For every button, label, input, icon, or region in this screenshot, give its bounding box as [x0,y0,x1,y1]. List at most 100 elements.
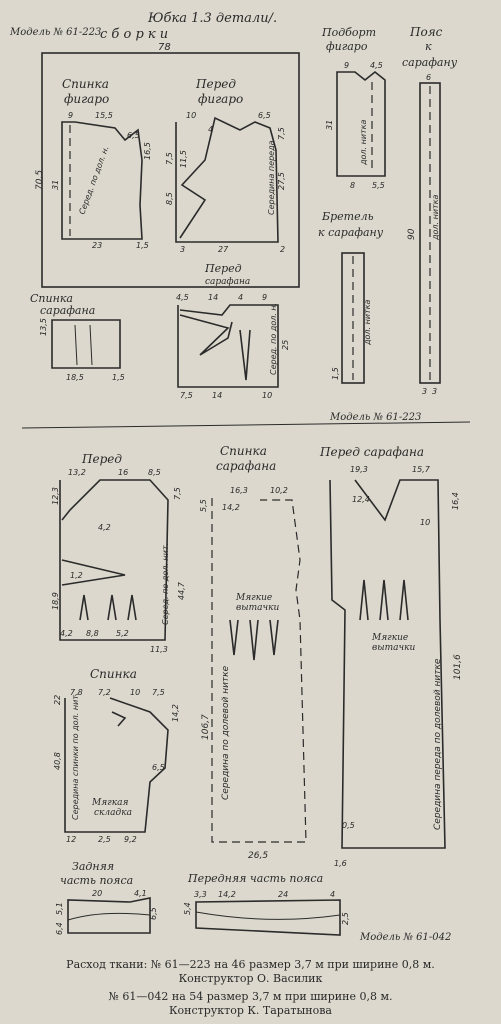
sf-center-label: Серед. по дол. н. [77,145,110,216]
ps-n4: 4 [238,293,243,302]
pered-figaro-title-2: фигаро [198,92,243,106]
ps-n7-5: 7,5 [180,391,193,400]
bss-center-label: Середина по долевой нитке [221,665,231,800]
bretel-title-1: Бретель [321,210,374,223]
poyas-n3b: 3 [432,387,437,396]
spinka-sarafana-title-1: Спинка [30,292,73,305]
spinka-fold-label-1: Мягкая [91,798,128,808]
p-n12-3: 12,3 [51,487,60,505]
bps-n12-4: 12,4 [352,495,370,504]
footer-line-4: Конструктор К. Таратынова [169,1004,332,1017]
footer-line-2: Конструктор О. Василик [178,972,323,985]
bss-n26-5: 26,5 [248,851,268,861]
footer-line-1: Расход ткани: № 61—223 на 46 размер 3,7 … [66,958,435,971]
skirt-width: 78 [158,42,171,53]
pp-n5-4: 5,4 [183,902,192,915]
spinka-shape [64,697,169,833]
pp-n2-5: 2,5 [341,912,350,925]
bretel-title-2: к сарафану [318,226,384,239]
bps-n1-6: 1,6 [334,859,347,868]
podbort-shape [336,70,386,177]
bps-n16-4: 16,4 [451,492,460,510]
podbort-title-2: фигаро [326,40,368,53]
perednyaya-inner-line [195,911,341,920]
sp-n22: 22 [53,695,62,705]
pb-n5-5: 5,5 [372,181,385,190]
bps-n19-3: 19,3 [350,465,368,474]
p-n16: 16 [118,468,128,477]
skirt-title: Юбка 1.3 детали/. [147,11,277,26]
model-label-top-bottom: Модель № 61-223 [329,412,421,423]
spinka-sarafana-darts [74,324,93,366]
sp-n7-2: 7,2 [98,688,111,697]
sp-n7-5: 7,5 [152,688,165,697]
p-n5-2: 5,2 [116,629,129,638]
pf-n6-5: 6,5 [258,111,271,120]
sf-n16-5: 16,5 [143,142,152,160]
pered-title: Перед [81,452,122,466]
ps-n10: 10 [262,391,272,400]
ss-n18-5: 18,5 [66,373,84,382]
pp-n14-2: 14,2 [218,890,236,899]
pered-sarafana-title-1: Перед [204,262,242,275]
pf-n27: 27 [218,245,229,254]
bps-n10: 10 [420,518,430,527]
p-n44-7: 44,7 [177,581,186,600]
pered-figaro-title-1: Перед [195,77,236,91]
spinka-sarafana-shape [51,319,121,369]
p-n8-5: 8,5 [148,468,161,477]
zadnyaya-shape [67,897,151,934]
spinka-center-label: Середина спинки по дол. нит. [71,693,80,820]
pb-n31: 31 [325,120,334,130]
perednyaya-title: Передняя часть пояса [187,872,323,885]
perednyaya-shape [195,899,341,936]
pered-figaro-shape [175,116,279,243]
sp-n7-8: 7,8 [70,688,83,697]
pered-sarafana-darts [179,314,251,381]
p-n8-8: 8,8 [86,629,99,638]
pered-darts [79,594,137,621]
bps-darts-label-1: Мягкие [371,633,408,643]
sp-n14-2: 14,2 [171,704,180,722]
zp-n20: 20 [92,889,102,898]
poyas-n90: 90 [407,228,417,240]
ps-n4-5: 4,5 [176,293,189,302]
p-n13-2: 13,2 [68,468,86,477]
bps-darts-label-2: вытачки [372,643,415,653]
sp-n6-5: 6,5 [152,763,165,772]
zp-n6-4: 6,4 [55,922,64,935]
sf-n31: 31 [51,180,60,190]
pered-shape [59,479,169,641]
bss-darts [229,619,279,661]
p-n11-3: 11,3 [150,645,168,654]
sf-n1-5: 1,5 [136,241,149,250]
zadnyaya-title-2: часть пояса [60,874,133,887]
spinka-title: Спинка [90,667,137,681]
pf-n10: 10 [186,111,196,120]
pp-n3-3: 3,3 [194,890,207,899]
poyas-n3: 3 [422,387,427,396]
skirt-height: 70,5 [35,170,45,190]
bps-shape [329,479,446,849]
sf-n6-5: 6,5 [127,131,140,140]
p-n1-2: 1,2 [70,571,83,580]
sborki-label: с б о р к и [100,27,168,42]
sp-n9-2: 9,2 [124,835,137,844]
bss-darts-label-1: Мягкие [235,593,272,603]
sf-n9: 9 [68,111,73,120]
poyas-shape [419,82,441,384]
ps-n25: 25 [281,340,290,350]
p-n4-2: 4,2 [98,523,111,532]
pered-sarafana-shape [177,304,279,388]
poyas-n6: 6 [426,73,431,82]
pb-grain-label: дол. нитка [359,119,368,166]
zp-n5-1: 5,1 [55,902,64,915]
pf-n27-5: 27,5 [277,172,286,190]
model-label-bottom: Модель № 61-042 [359,932,451,943]
spinka-dart [111,711,127,727]
pb-n9: 9 [344,61,349,70]
footer-line-3: № 61—042 на 54 размер 3,7 м при ширине 0… [108,990,393,1003]
pf-n7-5b: 7,5 [165,152,174,165]
bss-title-2: сарафана [216,459,276,473]
poyas-title-3: сарафану [402,56,458,69]
